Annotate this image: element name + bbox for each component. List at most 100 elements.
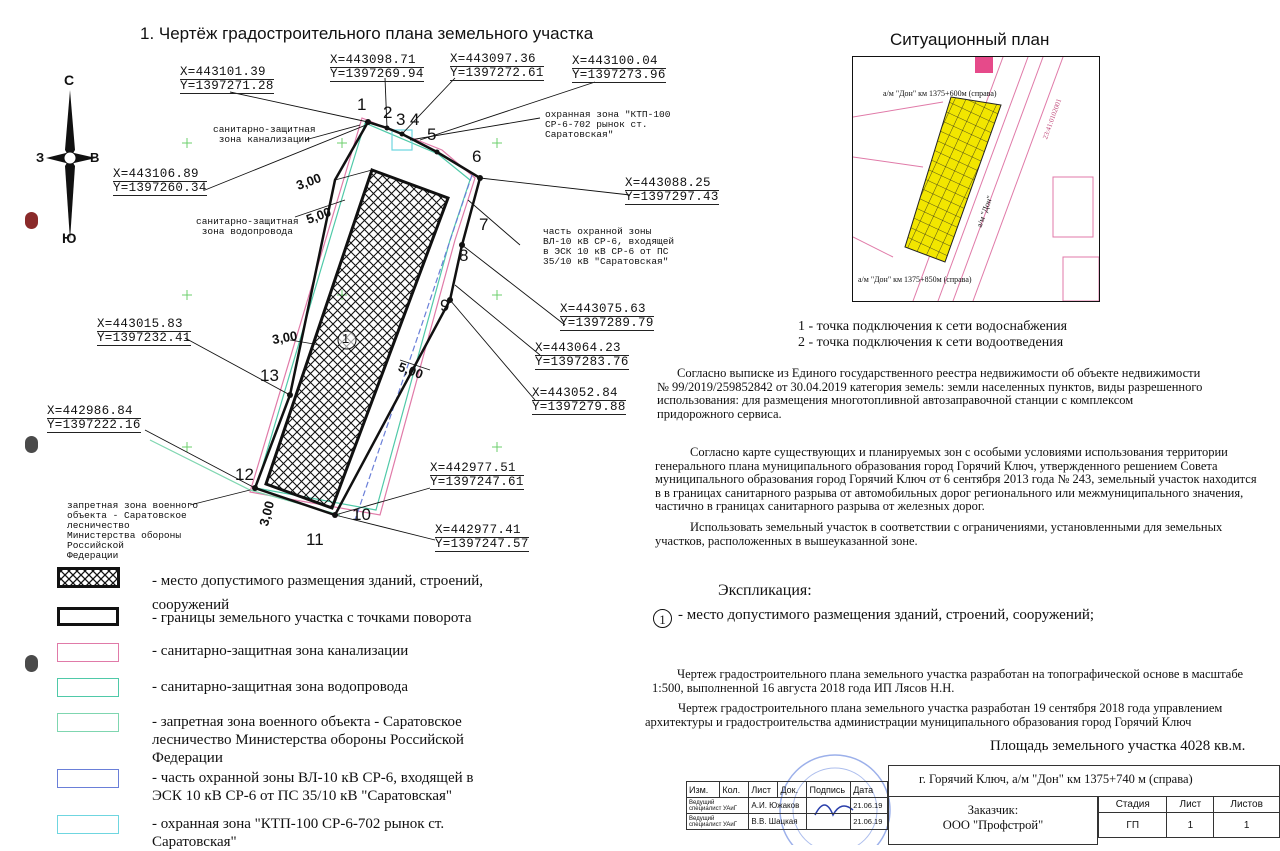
stamp-address-cell: г. Горячий Ключ, а/м "Дон" км 1375+740 м… (888, 765, 1280, 797)
legend-item: - запретная зона военного объекта - Сара… (152, 714, 464, 766)
point-label: 5 (427, 125, 437, 144)
situation-title: Ситуационный план (890, 30, 1050, 49)
stamp-stage-header: Листов (1213, 796, 1280, 813)
ktp-zone-note: охранная зона "КТП-100 СР-6-702 рынок ст… (545, 109, 671, 140)
explication-marker: 1 (653, 609, 672, 628)
stamp-signature (806, 813, 852, 830)
stamp-role: Ведущий специалист УАиГ (685, 797, 750, 814)
drawing-title: 1. Чертёж градостроительного плана земел… (140, 24, 594, 43)
stamp-header: Док. (777, 781, 808, 798)
registry-paragraph: Согласно выписке из Единого государствен… (657, 366, 1203, 421)
situation-map: а/м "Дон" км 1375+600м (справа) а/м "Дон… (852, 56, 1100, 302)
stamp-header: Кол. (719, 781, 750, 798)
legend-military-swatch (57, 713, 119, 732)
point-label: 12 (235, 465, 254, 484)
stamp-stage-value: 1 (1166, 812, 1215, 838)
stamp-name: А.И. Южаков (748, 797, 808, 814)
compass-south: Ю (62, 230, 77, 246)
military-zone-note: запретная зона военного объекта - Сарато… (67, 500, 199, 561)
situation-map-drawing (853, 57, 1099, 301)
legend-item: - санитарно-защитная зона канализации (152, 643, 409, 659)
point-label: 4 (410, 110, 420, 129)
topo-base-note: Чертеж градостроительного плана земельно… (652, 667, 1244, 695)
compass-star-icon (46, 90, 96, 240)
legend-boundary-swatch (57, 607, 119, 626)
stamp-signature (806, 797, 852, 814)
sewer-zone-note: санитарно-защитная зона канализации (213, 124, 316, 145)
stamp-stage-value: ГП (1097, 812, 1168, 838)
stamp-stage-value: 1 (1213, 812, 1280, 838)
situation-bottom-label: а/м "Дон" км 1375+850м (справа) (858, 275, 972, 284)
explication-title: Экспликация: (718, 582, 812, 599)
legend-item: - санитарно-защитная зона водопровода (152, 679, 409, 695)
point-label: 2 (383, 103, 393, 122)
stamp-stage-header: Лист (1166, 796, 1215, 813)
point-label: 8 (459, 246, 469, 265)
connection-point-2: 2 - точка подключения к сети водоотведен… (798, 335, 1064, 350)
legend-item: - часть охранной зоны ВЛ-10 кВ СР-6, вхо… (152, 770, 474, 804)
stamp-header: Лист (748, 781, 779, 798)
zones-paragraph: Согласно карте существующих и планируемы… (655, 445, 1257, 513)
point-label: 3 (396, 110, 406, 129)
legend-item: - границы земельного участка с точками п… (152, 610, 472, 626)
situation-top-label: а/м "Дон" км 1375+600м (справа) (883, 89, 997, 98)
stamp-customer-label: Заказчик: (967, 803, 1019, 817)
legend-ktp-swatch (57, 815, 119, 834)
point-label: 6 (472, 147, 482, 166)
compass-east: В (90, 150, 100, 165)
legend-hatch-swatch (57, 567, 120, 588)
legend-item: - охранная зона "КТП-100 СР-6-702 рынок … (152, 816, 445, 850)
usage-paragraph: Использовать земельный участок в соответ… (655, 520, 1223, 548)
vl-zone-note: часть охранной зоны ВЛ-10 кВ СР-6, входя… (543, 226, 675, 267)
compass-rose: С Ю З В (36, 70, 110, 250)
point-label: 7 (479, 215, 489, 234)
connection-point-1: 1 - точка подключения к сети водоснабжен… (798, 319, 1068, 334)
water-zone-note: санитарно-защитная зона водопровода (196, 216, 299, 237)
point-label: 13 (260, 366, 279, 385)
stamp-customer: ООО "Профстрой" (942, 818, 1044, 832)
binder-hole (25, 212, 38, 229)
stamp-address: г. Горячий Ключ, а/м "Дон" км 1375+740 м… (919, 772, 1193, 786)
title-block: Изм. Кол. Лист Док. Подпись Дата Ведущий… (685, 765, 1280, 845)
parcel-area: Площадь земельного участка 4028 кв.м. (990, 738, 1246, 754)
stamp-name: В.В. Шацкая (748, 813, 808, 830)
compass-north: С (64, 72, 75, 88)
legend-vl-swatch (57, 769, 119, 788)
point-label: 9 (440, 296, 450, 315)
buildable-area (264, 168, 450, 510)
compass-west: З (36, 150, 45, 165)
point-label: 11 (306, 530, 324, 549)
explication-marker-label: 1 (659, 612, 666, 627)
point-label: 10 (352, 505, 371, 524)
binder-hole (25, 436, 38, 453)
parcel-boundary (253, 120, 482, 517)
stamp-header: Подпись (806, 781, 852, 798)
plot-drawing (144, 77, 631, 541)
water-zone (255, 122, 471, 511)
vl-zone (354, 174, 473, 521)
stamp-header: Дата (850, 781, 888, 798)
point-label: 1 (357, 95, 367, 114)
stamp-date: 21.06.19 (850, 813, 888, 830)
legend-water-swatch (57, 678, 119, 697)
explication-item: - место допустимого размещения зданий, с… (678, 607, 1095, 623)
stamp-role: Ведущий специалист УАиГ (685, 813, 750, 830)
stamp-header: Изм. (685, 781, 721, 798)
legend-sewer-swatch (57, 643, 119, 662)
stamp-date: 21.06.19 (850, 797, 888, 814)
stamp-customer-cell: Заказчик: ООО "Профстрой" (888, 796, 1098, 845)
binder-hole (25, 655, 38, 672)
